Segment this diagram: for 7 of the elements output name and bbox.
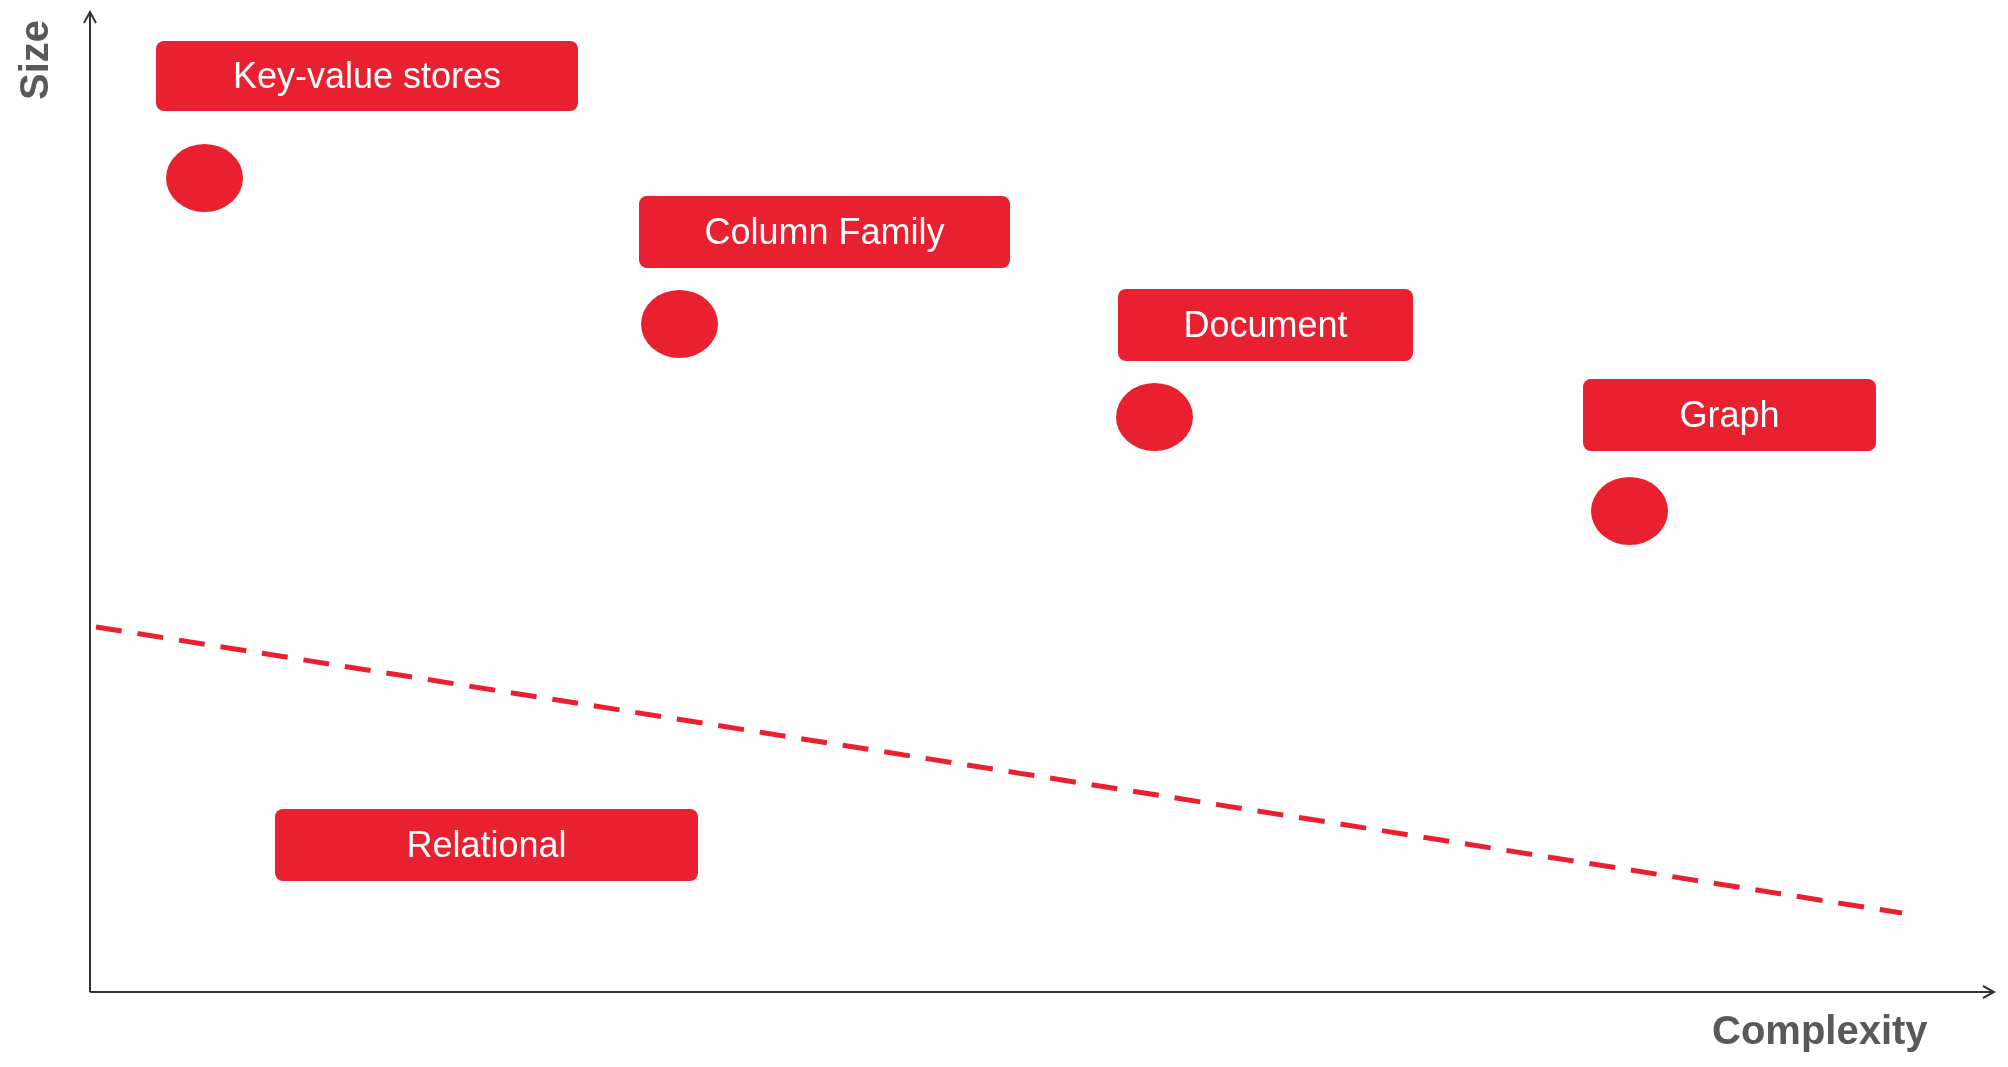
category-label: Document (1118, 289, 1413, 361)
category-label: Graph (1583, 379, 1876, 451)
horizontal-axis-title: Complexity (1712, 1008, 1928, 1053)
vertical-axis-title: Size (12, 20, 57, 101)
category-label: Key-value stores (156, 41, 578, 111)
category-label: Column Family (639, 196, 1010, 268)
category-label: Relational (275, 809, 698, 881)
